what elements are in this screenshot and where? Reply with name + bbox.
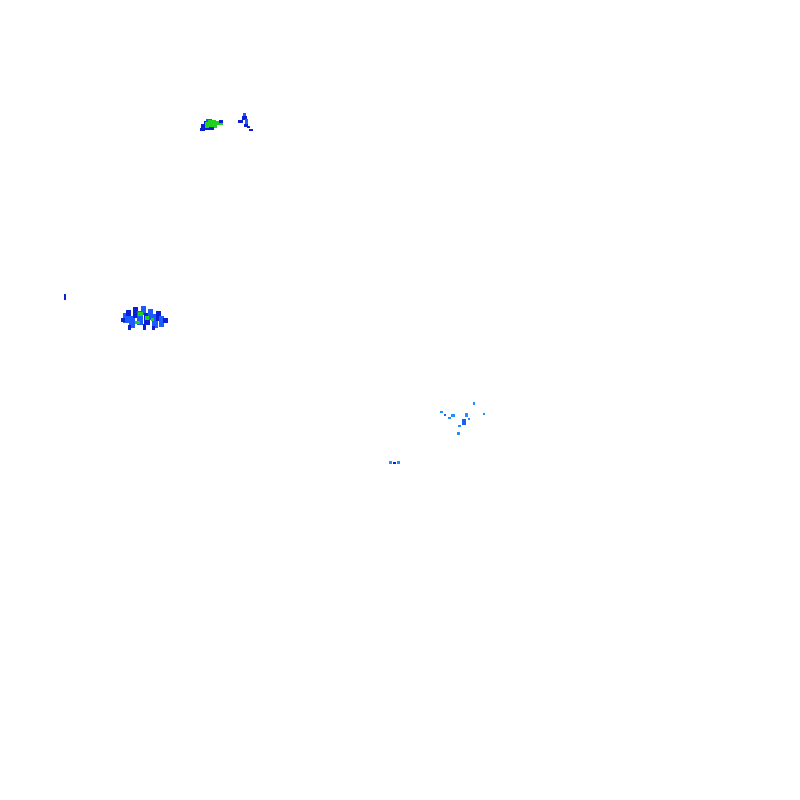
echo-cell xyxy=(238,120,243,123)
echo-cell xyxy=(451,414,455,417)
echo-cell xyxy=(151,318,154,321)
echo-cluster-northeast xyxy=(238,113,253,131)
echo-cell xyxy=(397,461,400,464)
echo-cell xyxy=(159,316,164,327)
echo-cell xyxy=(243,113,246,116)
echo-cell xyxy=(212,124,216,126)
echo-cell xyxy=(389,461,392,464)
echo-cell xyxy=(448,417,451,419)
echo-cell xyxy=(457,432,460,435)
echo-cell xyxy=(141,306,146,315)
echo-cell xyxy=(483,413,485,415)
echo-cell xyxy=(152,326,155,330)
echo-cell xyxy=(244,124,248,127)
echo-cell xyxy=(458,425,461,427)
echo-cell xyxy=(468,418,470,420)
echo-cell xyxy=(245,119,248,124)
echo-cell xyxy=(123,313,129,323)
echo-cell xyxy=(64,294,66,300)
echo-cell xyxy=(135,321,140,324)
echo-cell xyxy=(219,120,223,123)
echo-cell xyxy=(440,411,443,413)
echo-cell xyxy=(143,324,146,330)
echo-cell xyxy=(133,307,138,318)
echo-cluster-north xyxy=(200,119,223,131)
echo-cell xyxy=(242,116,247,120)
echo-scatter-center xyxy=(389,461,400,464)
echo-cell xyxy=(205,122,217,128)
echo-cell xyxy=(247,126,250,128)
echo-cell xyxy=(208,120,216,123)
echo-cell xyxy=(148,309,153,320)
echo-cell xyxy=(200,128,205,131)
echo-cell xyxy=(129,316,135,328)
echo-cell xyxy=(209,127,214,130)
echo-cell xyxy=(165,319,168,322)
echo-cell xyxy=(152,314,158,328)
echo-cell xyxy=(465,413,468,417)
echo-cell xyxy=(156,311,161,321)
echo-speck-far-west xyxy=(64,294,66,300)
echo-cell xyxy=(121,318,125,322)
echo-cluster-west xyxy=(121,306,168,330)
echo-cell xyxy=(393,462,396,464)
echo-cell xyxy=(138,312,143,316)
echo-cell xyxy=(249,129,253,131)
echo-scatter-center-east xyxy=(440,402,485,435)
echo-cell xyxy=(145,316,149,320)
echo-cell xyxy=(462,419,466,425)
echo-cell xyxy=(137,311,143,325)
echo-cell xyxy=(473,402,475,405)
echo-cell xyxy=(444,414,446,416)
echo-cell xyxy=(128,325,131,330)
echo-cell xyxy=(126,310,131,316)
